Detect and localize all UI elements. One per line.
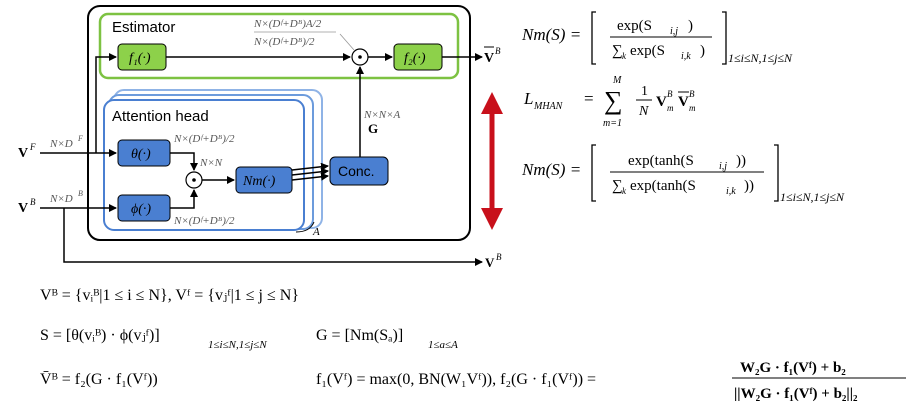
input-b-sup: B bbox=[30, 197, 36, 207]
out-bar-sup: B bbox=[495, 46, 501, 56]
g-range: 1≤a≤A bbox=[428, 339, 458, 351]
lmhan-sum-top: M bbox=[612, 75, 622, 86]
nm2-den-sum: ∑ bbox=[612, 178, 623, 194]
vb-def: Vᴮ = {vᵢᴮ|1 ≤ i ≤ N}, Vᶠ = {vⱼᶠ|1 ≤ j ≤ … bbox=[40, 287, 299, 304]
g-label: G bbox=[368, 121, 378, 136]
f1-label: f₁(·) bbox=[129, 51, 151, 66]
nm1-range: 1≤i≤N,1≤j≤N bbox=[728, 51, 793, 65]
outer-box bbox=[87, 5, 471, 241]
nm1-num-sub: i,j bbox=[670, 26, 678, 37]
lmhan-sum-bot: m=1 bbox=[603, 118, 622, 129]
theta-label: θ(·) bbox=[131, 147, 151, 162]
nm-label: Nm(·) bbox=[242, 174, 276, 189]
lmhan-frac-num: 1 bbox=[641, 84, 648, 99]
estimator-box bbox=[98, 12, 460, 80]
out-b-label: V bbox=[485, 255, 495, 270]
svg-text:): ) bbox=[700, 43, 705, 59]
conc-label: Conc. bbox=[338, 163, 375, 179]
dim-nna: N×N×A bbox=[363, 109, 401, 121]
lmhan-v1: V bbox=[656, 94, 667, 110]
nm1-den-rest: exp(S bbox=[630, 43, 665, 59]
lmhan-v2: V bbox=[678, 94, 689, 110]
lmhan-lhs: L bbox=[523, 89, 533, 108]
nm1-den: ∑ bbox=[612, 43, 623, 59]
out-b-sup: B bbox=[496, 252, 502, 262]
lmhan-v2-sup: B bbox=[689, 89, 695, 99]
nm2-num: exp(tanh(S bbox=[628, 153, 694, 169]
svg-text:k: k bbox=[622, 51, 627, 61]
a-label: A bbox=[312, 226, 320, 238]
dim-phi: N×(Dᶠ+Dᴮ)/2 bbox=[173, 215, 235, 227]
estimator-title: Estimator bbox=[112, 19, 175, 36]
s-def: S = [θ(vᵢᴮ) · ϕ(vⱼᶠ)] bbox=[40, 327, 160, 344]
svg-text:∑: ∑ bbox=[604, 86, 623, 115]
out-bar-label: V bbox=[484, 51, 494, 66]
dim-f-sup: F bbox=[77, 134, 83, 143]
dim-top1: N×(Dᶠ+Dᴮ)A/2 bbox=[253, 18, 322, 30]
svg-text:k: k bbox=[622, 186, 627, 196]
dim-top2: N×(Dᶠ+Dᴮ)/2 bbox=[253, 36, 315, 48]
s-range: 1≤i≤N,1≤j≤N bbox=[208, 339, 267, 351]
lmhan-v2-sub: m bbox=[689, 103, 696, 113]
nm1-num: exp(S bbox=[617, 18, 652, 34]
input-f-sup: F bbox=[29, 142, 36, 152]
dim-f: N×D bbox=[49, 138, 73, 150]
lmhan-sub: MHAN bbox=[533, 101, 564, 112]
dim-nn: N×N bbox=[199, 157, 223, 169]
attention-title: Attention head bbox=[112, 108, 209, 125]
nm2-num-sub: i,j bbox=[719, 161, 727, 172]
vbar-def: V̄ᴮ = f₂(G · f₁(Vᶠ)) bbox=[40, 371, 158, 388]
lmhan-v1-sup: B bbox=[667, 89, 673, 99]
dim-theta: N×(Dᶠ+Dᴮ)/2 bbox=[173, 133, 235, 145]
svg-text:)): )) bbox=[744, 178, 754, 194]
nm2-den-sub: i,k bbox=[726, 186, 736, 197]
nm1-den-sub: i,k bbox=[681, 51, 691, 62]
lmhan-eq: = bbox=[584, 89, 594, 108]
svg-text:): ) bbox=[688, 18, 693, 34]
g-def: G = [Nm(Sₐ)] bbox=[316, 327, 403, 344]
nm2-lhs: Nm(S) = bbox=[521, 160, 581, 179]
lmhan-frac-den: N bbox=[638, 104, 649, 119]
nm2-range: 1≤i≤N,1≤j≤N bbox=[780, 190, 845, 204]
f2-den: ||W₂G · f₁(Vᶠ) + b₂||₂ bbox=[734, 386, 858, 402]
f2-num: W₂G · f₁(Vᶠ) + b₂ bbox=[740, 360, 846, 376]
nm2-den-rest: exp(tanh(S bbox=[630, 178, 696, 194]
f2-label: f₂(·) bbox=[404, 51, 426, 66]
nm1-lhs: Nm(S) = bbox=[521, 25, 581, 44]
dim-b: N×D bbox=[49, 193, 73, 205]
conc-box bbox=[329, 156, 389, 186]
lmhan-v1-sub: m bbox=[667, 103, 674, 113]
phi-label: ϕ(·) bbox=[131, 202, 151, 217]
dim-b-sup: B bbox=[78, 189, 83, 198]
input-f-label: V bbox=[18, 146, 28, 161]
f1-def: f₁(Vᶠ) = max(0, BN(W₁Vᶠ)), f₂(G · f₁(Vᶠ)… bbox=[316, 371, 596, 388]
svg-text:)): )) bbox=[736, 153, 746, 169]
input-b-label: V bbox=[18, 201, 28, 216]
